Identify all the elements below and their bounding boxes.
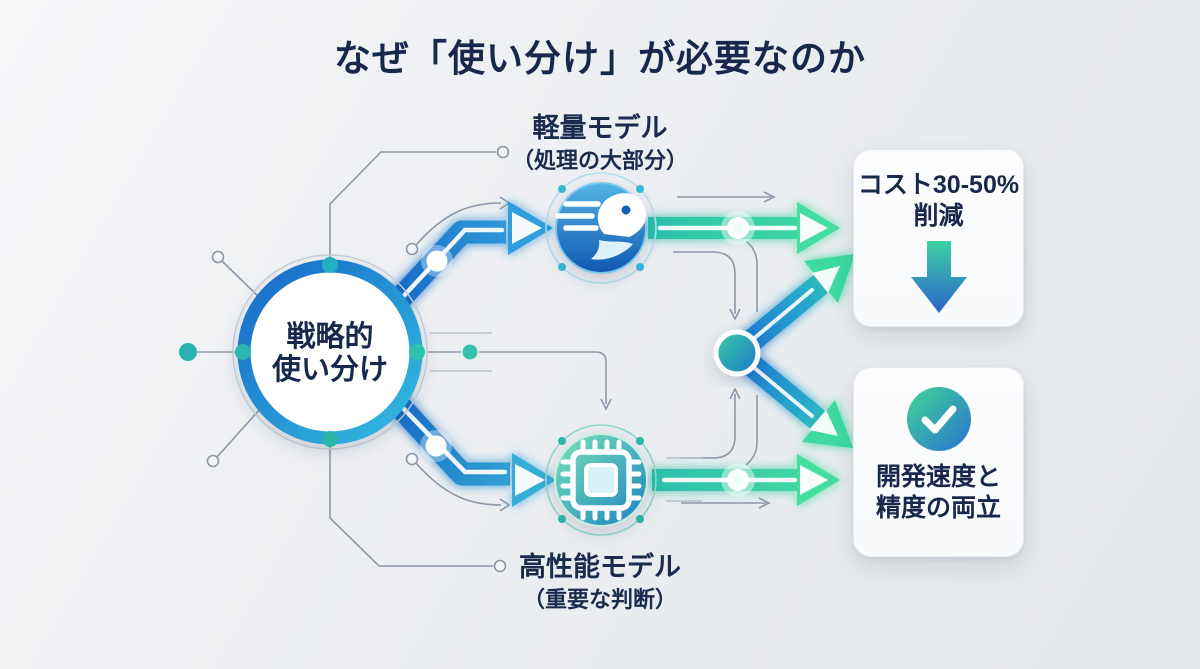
hub-downleft-line <box>216 407 262 458</box>
node-drop-line-bottom <box>745 395 758 466</box>
light-model-title: 軽量モデル <box>532 113 668 143</box>
glow-node <box>420 430 452 462</box>
light-model-icon-group <box>545 172 657 284</box>
high-model-title: 高性能モデル <box>519 552 681 582</box>
hub-label: 戦略的 使い分け <box>240 321 420 388</box>
connector-to-light-label <box>329 151 496 268</box>
balance-card-line2: 精度の両立 <box>875 493 1001 522</box>
thin-arrow-top-head <box>763 191 776 203</box>
balance-card-line1: 開発速度と <box>875 463 1001 491</box>
open-dot <box>211 250 225 264</box>
high-model-subtitle: （重要な判断） <box>522 586 677 612</box>
arrow-hub-to-high <box>376 382 556 507</box>
ring-dots <box>558 437 644 523</box>
hub-right-line-b <box>479 351 607 404</box>
glow-node <box>421 245 453 277</box>
speed-comet-icon <box>555 193 647 260</box>
cpu-chip-icon <box>560 439 642 521</box>
balance-card: 開発速度と 精度の両立 <box>853 367 1024 557</box>
arrow-nodes <box>420 211 755 497</box>
hub-right-line-head <box>600 398 612 411</box>
light-model-label: 軽量モデル （処理の大部分） <box>440 113 760 174</box>
ring-dots <box>558 185 644 271</box>
light-model-subtitle: （処理の大部分） <box>511 147 688 173</box>
high-model-icon-group <box>545 424 657 536</box>
curve-arrow-top <box>415 202 502 246</box>
merge-node <box>713 329 761 377</box>
hub-outer-ring <box>232 254 428 450</box>
merge-line-down <box>673 251 736 314</box>
hub-label-line1: 戦略的 <box>286 321 374 353</box>
check-circle-icon <box>906 387 971 451</box>
page-title: なぜ「使い分け」が必要なのか <box>334 38 866 79</box>
hub-ring-nodes <box>235 257 425 447</box>
merge-line-up-head <box>729 387 741 400</box>
cost-card-line2: 削減 <box>913 201 964 230</box>
merge-line-up <box>681 394 736 459</box>
cost-card-line1: コスト30-50% <box>857 171 1020 199</box>
arrow-hub-to-light <box>376 201 553 323</box>
merge-line-down-head <box>729 308 741 321</box>
circuit-decor-lines <box>197 151 776 567</box>
curve-arrow-bottom-head <box>499 498 511 512</box>
glow-node <box>721 463 755 497</box>
tick-lines <box>430 332 702 502</box>
teal-dot <box>462 344 478 360</box>
open-dot <box>493 559 507 573</box>
curve-arrow-bottom <box>415 462 502 506</box>
hub-label-line2: 使い分け <box>271 354 388 387</box>
hub-upleft-line <box>221 260 262 300</box>
teal-dot <box>179 343 197 361</box>
open-dot <box>405 452 419 466</box>
arrow-high-to-merge <box>652 454 840 506</box>
glow-node <box>721 211 755 245</box>
thin-arrow-bottom-head <box>758 497 771 509</box>
hub-group <box>232 254 428 450</box>
open-dot <box>206 454 220 468</box>
cost-reduction-card: コスト30-50% 削減 <box>853 149 1024 327</box>
open-dot <box>405 242 419 256</box>
node-drop-line-top <box>745 240 758 312</box>
open-dot <box>496 145 510 159</box>
curve-arrow-top-head <box>499 196 511 210</box>
connector-to-high-label <box>329 436 493 567</box>
icon-ring <box>545 424 657 536</box>
high-model-label: 高性能モデル （重要な判断） <box>440 552 760 613</box>
icon-ring <box>545 172 657 284</box>
down-arrow-icon <box>910 241 967 313</box>
